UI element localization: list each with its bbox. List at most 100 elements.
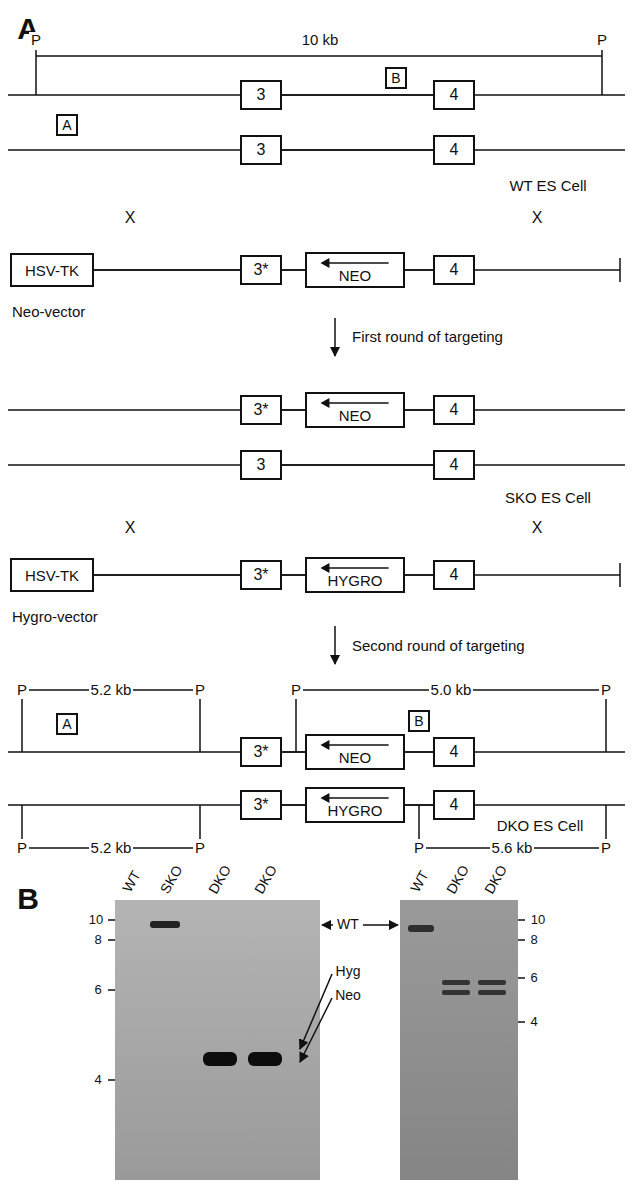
allele-segment [282, 149, 433, 151]
scale-label: 10 kb [300, 32, 341, 49]
marker-box: HYGRO [305, 557, 405, 593]
step-label: First round of targeting [350, 329, 505, 346]
blot-band [442, 980, 470, 985]
site-label: P [193, 682, 207, 699]
box-text: A [62, 118, 71, 132]
marker-box: HSV-TK [10, 558, 94, 592]
box-text: 3 [257, 87, 266, 103]
lane-label: WT [407, 867, 433, 897]
box-text: 3* [253, 567, 268, 583]
crossover-mark: X [530, 519, 545, 537]
blot-band [442, 990, 470, 995]
lane-label: WT [119, 867, 145, 897]
box-text: 4 [450, 402, 459, 418]
band-label: WT [335, 917, 361, 932]
size-marker: 8 [92, 933, 103, 947]
probe-box: A [56, 114, 78, 136]
crossover-mark: X [123, 209, 138, 227]
box-text: 3 [257, 457, 266, 473]
site-tick [199, 805, 201, 839]
marker-box: NEO [305, 392, 405, 428]
site-label: P [15, 840, 29, 857]
allele-segment [405, 804, 433, 806]
panel-letter: B [15, 882, 41, 915]
arrow-shaft [326, 744, 388, 746]
allele-segment [405, 409, 433, 411]
arrow-head [320, 793, 329, 803]
allele-segment [94, 574, 240, 576]
site-label: P [29, 32, 43, 49]
allele-segment [282, 269, 305, 271]
probe-box: A [56, 713, 78, 735]
lane-label: DKO [251, 861, 282, 898]
size-marker: 6 [92, 983, 103, 997]
ladder-tick [108, 919, 115, 921]
scale-label: 5.2 kb [89, 682, 134, 699]
exon-box: 4 [433, 737, 475, 767]
vector-end [619, 258, 621, 282]
scale-label: 5.0 kb [429, 682, 474, 699]
box-text: 3* [253, 262, 268, 278]
blot-band [408, 925, 434, 932]
box-text: 4 [450, 744, 459, 760]
allele-segment [282, 464, 433, 466]
box-text: NEO [339, 268, 372, 283]
cell-label: DKO ES Cell [495, 818, 586, 835]
size-marker: 8 [528, 933, 539, 947]
band-label: Neo [333, 988, 363, 1003]
size-marker: 4 [528, 1015, 539, 1029]
box-text: 4 [450, 797, 459, 813]
allele-segment [282, 574, 305, 576]
exon-box: 4 [433, 790, 475, 820]
ladder-tick [108, 1079, 115, 1081]
box-text: B [391, 71, 400, 85]
vector-label: Neo-vector [10, 304, 87, 321]
allele-segment [405, 269, 433, 271]
site-label: P [599, 682, 613, 699]
cell-label: WT ES Cell [507, 178, 588, 195]
arrow-head [320, 258, 329, 268]
marker-box: NEO [305, 734, 405, 770]
arrow-head [320, 563, 329, 573]
crossover-mark: X [530, 209, 545, 227]
blot-right [400, 900, 518, 1180]
vector-end [619, 563, 621, 587]
box-text: 3 [257, 142, 266, 158]
band-label: Hyg [334, 964, 363, 979]
exon-box: 3* [240, 560, 282, 590]
allele-segment [282, 94, 433, 96]
marker-box: HYGRO [305, 787, 405, 823]
exon-box: 4 [433, 450, 475, 480]
marker-box: NEO [305, 252, 405, 288]
scale-label: 5.2 kb [89, 840, 134, 857]
box-text: 4 [450, 87, 459, 103]
allele-segment [282, 751, 305, 753]
allele-segment [282, 804, 305, 806]
allele-segment [405, 751, 433, 753]
site-label: P [15, 682, 29, 699]
size-marker: 10 [529, 913, 547, 927]
box-text: 4 [450, 142, 459, 158]
box-text: 3* [253, 744, 268, 760]
lane-label: DKO [443, 861, 474, 898]
allele-line [8, 149, 625, 151]
arrow-shaft [326, 567, 388, 569]
exon-box: 3* [240, 395, 282, 425]
ladder-tick [108, 939, 115, 941]
allele-segment [94, 269, 240, 271]
exon-box: 4 [433, 135, 475, 165]
step-arrow [334, 318, 336, 356]
allele-segment [282, 409, 305, 411]
site-tick [605, 699, 607, 752]
site-tick [21, 805, 23, 839]
arrow-shaft [326, 262, 388, 264]
scale-label: 5.6 kb [490, 840, 535, 857]
site-tick [295, 699, 297, 752]
allele-line [8, 94, 625, 96]
exon-box: 4 [433, 560, 475, 590]
box-text: NEO [339, 408, 372, 423]
site-tick [35, 50, 37, 95]
allele-line [8, 464, 625, 466]
site-tick [601, 50, 603, 95]
exon-box: 3 [240, 450, 282, 480]
